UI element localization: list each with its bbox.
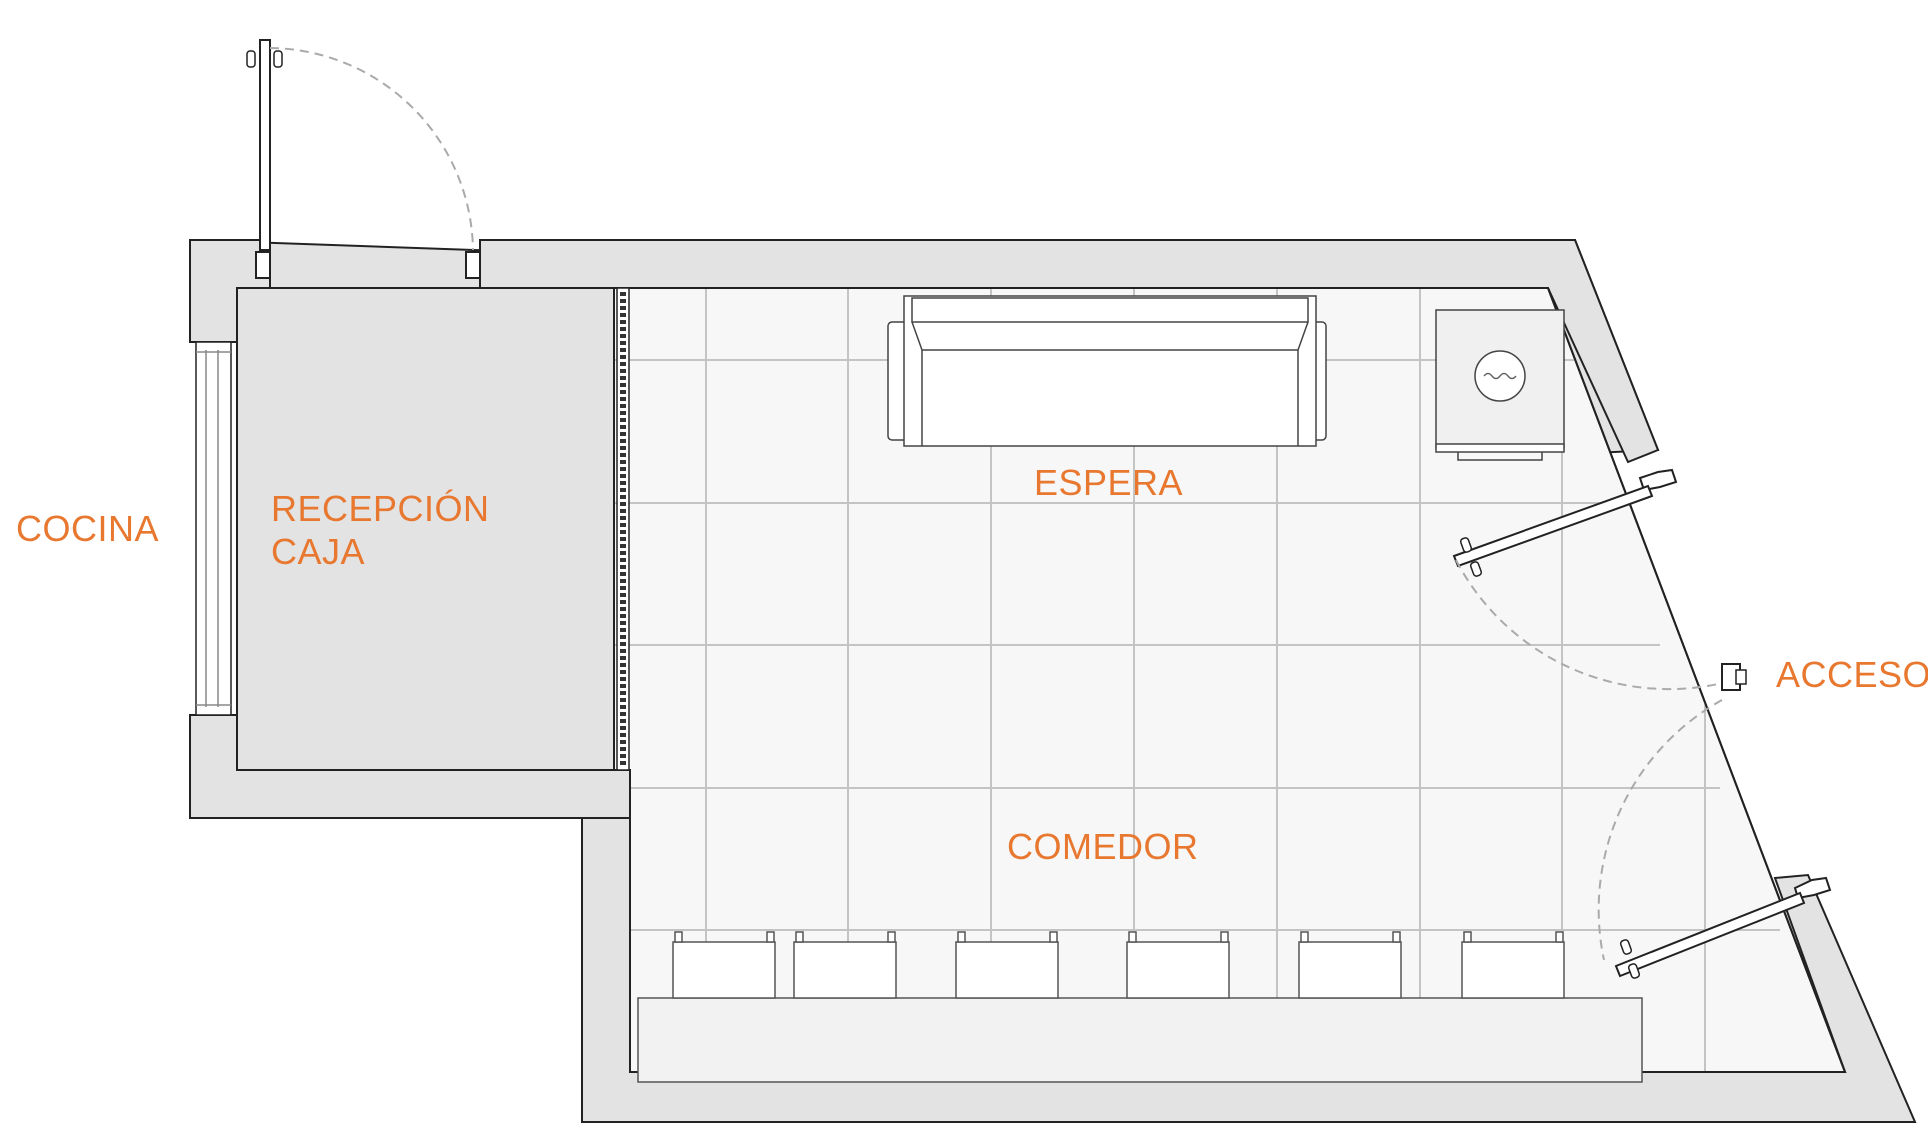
kitchen-door-swing	[269, 47, 474, 251]
door-handle-icon	[1459, 537, 1473, 553]
access-door-lower	[1597, 663, 1832, 979]
chair-icon	[672, 941, 1565, 999]
label-comedor: COMEDOR	[1007, 826, 1199, 867]
floor-outline	[237, 287, 1847, 1073]
label-espera: ESPERA	[1034, 462, 1184, 503]
access-door-swing-lower	[1597, 699, 1723, 961]
chair-posts	[674, 931, 1564, 943]
sofa-icon	[887, 295, 1327, 447]
sink-icon	[1435, 309, 1565, 461]
label-cocina: COCINA	[16, 508, 160, 549]
dining-furniture	[637, 931, 1643, 1083]
kitchen-door	[246, 39, 481, 279]
label-caja: CAJA	[271, 531, 366, 572]
label-acceso: ACCESO	[1776, 654, 1928, 695]
perforated-partition	[616, 287, 630, 771]
label-recepcion: RECEPCIÓN	[271, 488, 490, 529]
access-door-swing-upper	[1455, 559, 1719, 691]
door-handle-icon	[1619, 939, 1633, 955]
kitchen-window	[195, 341, 232, 716]
access-door-upper	[1452, 468, 1719, 691]
bench-table	[637, 997, 1643, 1083]
